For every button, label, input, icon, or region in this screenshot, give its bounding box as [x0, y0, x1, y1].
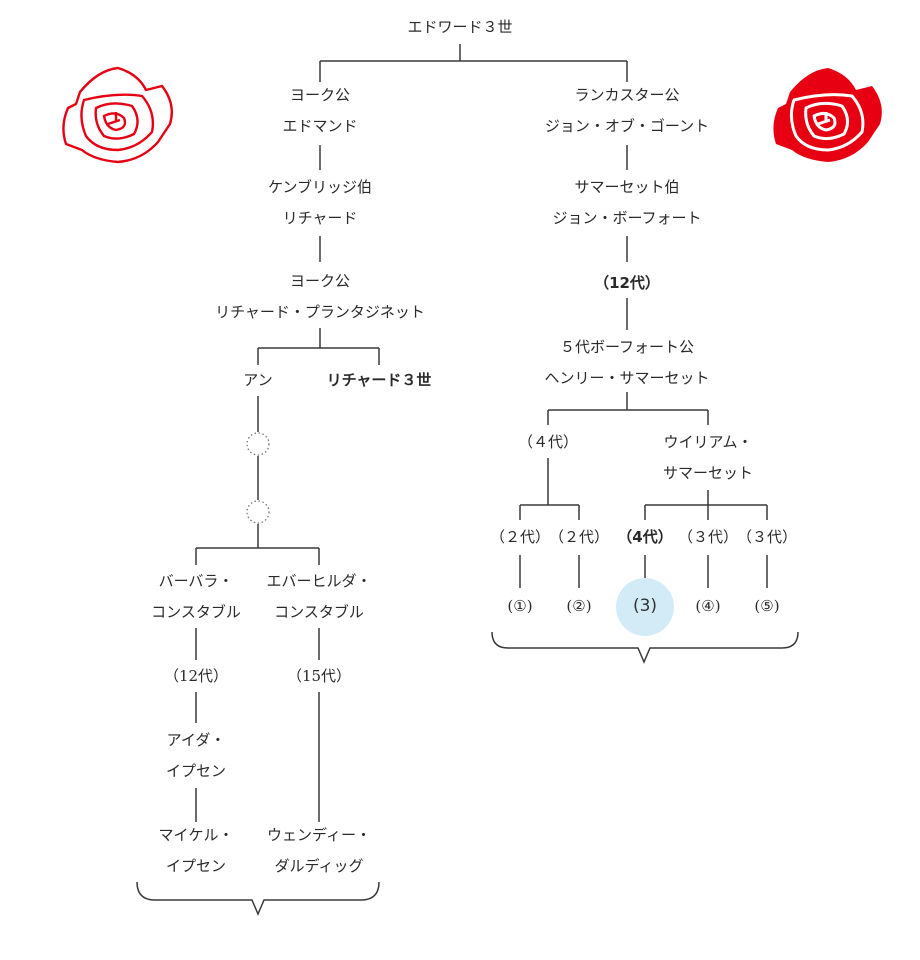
node-label: ヘンリー・サマーセット [544, 369, 710, 387]
node-wendy: ウェンディー・ ダルディッグ [267, 820, 371, 882]
node-label: エバーヒルダ・ [266, 572, 372, 590]
node-label: イプセン [165, 857, 227, 875]
node-label: (④) [695, 597, 721, 615]
node-label: ダルディッグ [274, 857, 364, 875]
node-william-somerset: ウイリアム・ サマーセット [663, 427, 753, 489]
node-gen3a: （３代） [678, 522, 738, 553]
node-ida: アイダ・ イプセン [166, 725, 226, 787]
node-label: （２代） [489, 528, 551, 546]
node-label: （３代） [677, 528, 739, 546]
node-barbara: バーバラ・ コンスタブル [151, 566, 241, 628]
node-label: エドマンド [282, 117, 358, 135]
node-label: (⑤) [754, 597, 780, 615]
node-lancaster-john: ランカスター公 ジョン・オブ・ゴーント [545, 80, 709, 142]
node-gen4: （４代） [518, 427, 578, 458]
node-label: リチャード３世 [326, 371, 432, 389]
node-label: (①) [507, 597, 533, 615]
connector [257, 145, 380, 365]
node-label: エドワード３世 [407, 18, 513, 36]
brace [136, 881, 380, 916]
highlight-circle [616, 578, 674, 636]
node-label: ウイリアム・ [663, 433, 753, 451]
connector [195, 628, 320, 822]
connector [519, 555, 768, 588]
red-rose-lancaster-icon [773, 68, 882, 162]
candidate-3: (3) [633, 591, 657, 622]
node-label: ジョン・ボーフォート [552, 209, 702, 227]
node-label: ヨーク公 [289, 272, 351, 290]
unknown-generation-circle [246, 500, 270, 524]
node-gen3b: （３代） [737, 522, 797, 553]
node-label: ケンブリッジ伯 [267, 178, 373, 196]
node-label: コンスタブル [151, 603, 241, 621]
node-label: コンスタブル [274, 603, 364, 621]
node-gen4b: （4代） [617, 522, 672, 553]
node-gen12-lancaster: （12代） [594, 268, 660, 299]
node-edward-iii: エドワード３世 [407, 12, 512, 43]
node-york-richard: ヨーク公 リチャード・プランタジネット [215, 266, 425, 328]
node-gen12-york: （12代） [164, 661, 228, 692]
node-gen2b: （２代） [549, 522, 609, 553]
node-label: （12代） [594, 274, 660, 292]
node-label: ヨーク公 [289, 86, 351, 104]
node-label: （４代） [517, 433, 579, 451]
node-label: (3) [632, 596, 658, 616]
unknown-generation-circle [246, 432, 270, 456]
node-label: ウェンディー・ [267, 826, 371, 844]
node-cambridge-richard: ケンブリッジ伯 リチャード [268, 172, 372, 234]
connector [319, 44, 628, 82]
node-richard-iii: リチャード３世 [327, 365, 432, 396]
node-label: （4代） [617, 528, 673, 546]
node-gen15: （15代） [287, 661, 351, 692]
node-york-edmund: ヨーク公 エドマンド [282, 80, 357, 142]
node-henry-somerset: ５代ボーフォート公 ヘンリー・サマーセット [544, 332, 709, 394]
node-label: リチャード [282, 209, 358, 227]
node-label: ５代ボーフォート公 [559, 338, 695, 356]
candidate-4: (④) [695, 591, 720, 622]
node-label: イプセン [165, 762, 227, 780]
node-label: （15代） [286, 667, 352, 685]
candidate-2: (②) [566, 591, 591, 622]
node-label: ランカスター公 [574, 86, 680, 104]
node-label: バーバラ・ [158, 572, 234, 590]
node-label: （２代） [548, 528, 610, 546]
node-label: サマーセット伯 [574, 178, 680, 196]
node-label: （３代） [736, 528, 798, 546]
connector [195, 396, 320, 565]
node-label: ジョン・オブ・ゴーント [544, 117, 710, 135]
node-label: サマーセット [662, 464, 754, 482]
node-michael: マイケル・ イプセン [158, 820, 233, 882]
node-label: マイケル・ [158, 826, 234, 844]
node-anne: アン [243, 365, 272, 396]
brace [491, 631, 799, 664]
node-label: アン [243, 371, 273, 389]
node-somerset-john: サマーセット伯 ジョン・ボーフォート [552, 172, 701, 234]
node-label: （12代） [163, 667, 229, 685]
node-gen2a: （２代） [490, 522, 550, 553]
node-everhilda: エバーヒルダ・ コンスタブル [266, 566, 371, 628]
candidate-1: (①) [507, 591, 532, 622]
connector [547, 145, 709, 425]
candidate-5: (⑤) [754, 591, 779, 622]
node-label: (②) [566, 597, 592, 615]
connector [519, 458, 768, 520]
node-label: アイダ・ [166, 731, 226, 749]
node-label: リチャード・プランタジネット [215, 303, 425, 321]
white-rose-york-icon [62, 66, 173, 164]
